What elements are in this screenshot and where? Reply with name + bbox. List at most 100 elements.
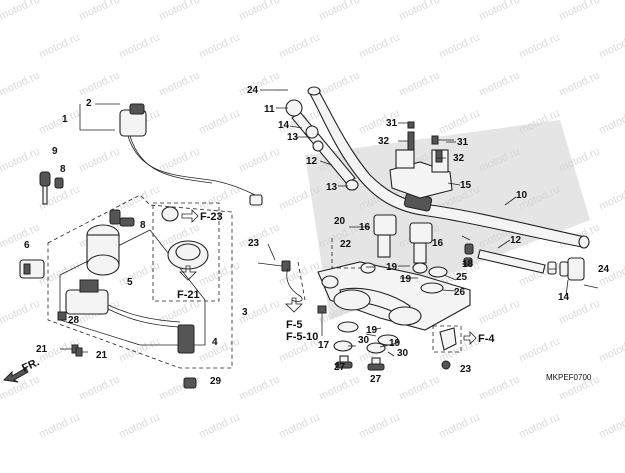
watermark-text: motod.ru <box>0 0 42 23</box>
callout-31a: 31 <box>386 118 398 129</box>
bracket-20-22 <box>331 238 372 269</box>
watermark-text: motod.ru <box>597 411 625 440</box>
clip-29 <box>183 377 197 389</box>
left-bar-end-parts <box>275 89 359 191</box>
watermark-text: motod.ru <box>477 373 521 402</box>
arrow-f23 <box>181 209 199 223</box>
callout-4: 4 <box>212 337 218 348</box>
callout-19b: 19 <box>400 274 412 285</box>
arrow-f21 <box>179 265 197 281</box>
watermark-text: motod.ru <box>77 0 121 23</box>
watermark-text: motod.ru <box>197 107 241 136</box>
arrow-f5 <box>285 297 303 313</box>
watermark-text: motod.ru <box>277 31 321 60</box>
clip-28 <box>57 311 67 321</box>
callout-32a: 32 <box>378 136 390 147</box>
washer-25 <box>428 266 448 278</box>
connector-6 <box>19 259 45 279</box>
watermark-text: motod.ru <box>197 31 241 60</box>
watermark-text: motod.ru <box>237 0 281 23</box>
callout-12a: 12 <box>306 156 318 167</box>
callout-8b: 8 <box>140 220 146 231</box>
watermark-text: motod.ru <box>37 31 81 60</box>
lower-washers <box>333 321 399 371</box>
fuel-cap-part <box>161 206 209 270</box>
watermark-text: motod.ru <box>357 411 401 440</box>
callout-17: 17 <box>318 340 330 351</box>
callout-1: 1 <box>62 114 68 125</box>
callout-31b: 31 <box>457 137 469 148</box>
callout-10: 10 <box>516 190 528 201</box>
callout-27b: 27 <box>370 374 382 385</box>
bolts-31-32 <box>407 121 454 163</box>
callout-20: 20 <box>334 216 346 227</box>
watermark-text: motod.ru <box>0 69 42 98</box>
key-cylinder <box>86 209 135 276</box>
nut-19-right <box>412 262 428 274</box>
ref-f4: F-4 <box>478 333 495 345</box>
immobilizer-unit <box>119 103 256 196</box>
watermark-text: motod.ru <box>597 335 625 364</box>
watermark-text: motod.ru <box>117 31 161 60</box>
callout-21a: 21 <box>36 344 48 355</box>
callout-19c: 19 <box>366 325 378 336</box>
callout-26: 26 <box>454 287 466 298</box>
watermark-text: motod.ru <box>277 411 321 440</box>
watermark-text: motod.ru <box>397 0 441 23</box>
ref-f5-10: F-5-10 <box>286 331 318 343</box>
callout-30a: 30 <box>358 335 370 346</box>
callout-13a: 13 <box>287 132 299 143</box>
top-bridge <box>317 261 471 331</box>
callout-23b: 23 <box>460 364 472 375</box>
watermark-text: motod.ru <box>157 145 201 174</box>
connector-4 <box>177 324 195 354</box>
watermark-text: motod.ru <box>0 145 42 174</box>
callout-15: 15 <box>460 180 472 191</box>
ref-f23: F-23 <box>200 211 223 223</box>
watermark-text: motod.ru <box>517 31 561 60</box>
diagram-code: MKPEF0700 <box>546 373 592 382</box>
watermark-text: motod.ru <box>477 0 521 23</box>
callout-23a: 23 <box>248 238 260 249</box>
handlebar-pipe <box>307 86 590 249</box>
cable-clamp <box>286 261 306 303</box>
ignition-kit-outline <box>47 194 233 369</box>
watermark-text: motod.ru <box>237 373 281 402</box>
watermark-text: motod.ru <box>517 411 561 440</box>
lower-holder-left <box>373 214 397 258</box>
callout-5: 5 <box>127 277 133 288</box>
callout-14a: 14 <box>278 120 290 131</box>
watermark-text: motod.ru <box>517 335 561 364</box>
callout-22: 22 <box>340 239 352 250</box>
direction-label: FR. <box>20 356 41 374</box>
callout-30b: 30 <box>397 348 409 359</box>
front-arrow <box>2 367 29 383</box>
callout-11: 11 <box>264 104 275 115</box>
watermark-text: motod.ru <box>0 297 42 326</box>
watermark-text: motod.ru <box>597 183 625 212</box>
callout-24b: 24 <box>598 264 610 275</box>
ignition-switch <box>65 279 181 328</box>
watermark-text: motod.ru <box>157 69 201 98</box>
callout-29: 29 <box>210 376 222 387</box>
watermark-text: motod.ru <box>77 69 121 98</box>
watermark-text: motod.ru <box>557 69 601 98</box>
callout-28: 28 <box>68 315 80 326</box>
watermark-text: motod.ru <box>317 373 361 402</box>
nut-19-left <box>360 262 376 274</box>
watermark-text: motod.ru <box>397 373 441 402</box>
callout-14b: 14 <box>558 292 570 303</box>
bolt-23 <box>257 260 291 272</box>
callout-16b: 16 <box>432 238 444 249</box>
fuel-cap-outline <box>152 202 220 302</box>
callout-3: 3 <box>242 307 248 318</box>
callout-13b: 13 <box>326 182 338 193</box>
watermark-text: motod.ru <box>477 297 521 326</box>
callout-2: 2 <box>86 98 92 109</box>
watermark-text: motod.ru <box>37 107 81 136</box>
watermark-text: motod.ru <box>357 31 401 60</box>
watermark-text: motod.ru <box>237 69 281 98</box>
watermark-text: motod.ru <box>197 411 241 440</box>
